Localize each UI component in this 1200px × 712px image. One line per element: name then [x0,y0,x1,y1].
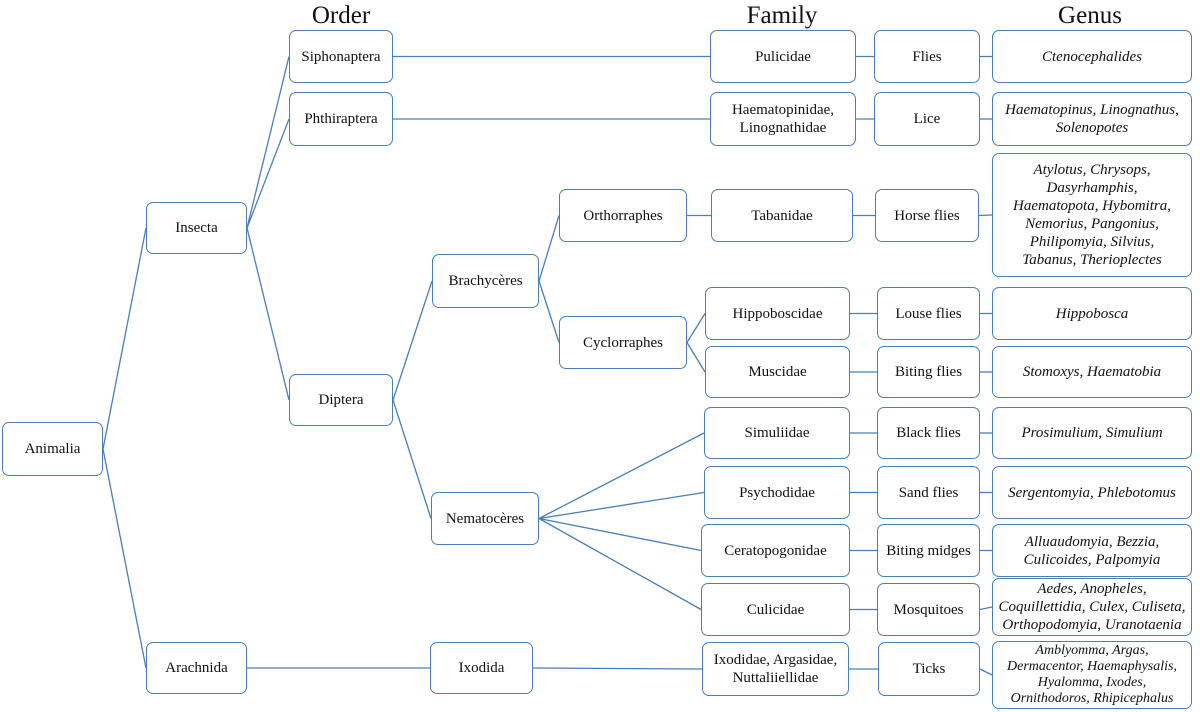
connector-cyclorraphes-to-muscidae [686,342,706,373]
node-haematopinidae: Haematopinidae, Linognathidae [710,92,856,146]
node-ixodida: Ixodida [430,642,533,694]
genus-lice: Haematopinus, Linognathus, Solenopotes [992,92,1192,146]
node-brachyceres: Brachycères [432,254,539,308]
genus-ticks: Amblyomma, Argas, Dermacentor, Haemaphys… [992,641,1192,709]
node-black-flies: Black flies [877,407,980,459]
node-psychodidae: Psychodidae [704,466,850,519]
genus-biting-midges: Alluaudomyia, Bezzia, Culicoides, Palpom… [992,524,1192,577]
connector-cyclorraphes-to-hippoboscidae [686,313,706,343]
genus-louse-flies: Hippobosca [992,287,1192,340]
connector-brachyceres-to-orthorraphes [538,215,560,282]
node-biting-flies: Biting flies [877,346,980,398]
node-siphonaptera: Siphonaptera [289,30,393,83]
node-animalia: Animalia [2,422,103,476]
connector-nematoceres-to-simuliidae [538,432,705,520]
node-ticks: Ticks [878,642,980,696]
connector-animalia-to-insecta [102,227,147,450]
connector-insecta-to-siphonaptera [246,56,290,229]
connector-diptera-to-nematoceres [392,399,432,519]
genus-black-flies: Prosimulium, Simulium [992,407,1192,459]
connector-insecta-to-diptera [246,227,290,401]
connector-horse-flies-to-horse-flies [978,214,993,217]
node-flies: Flies [874,30,980,83]
node-biting-midges: Biting midges [877,524,980,577]
node-louse-flies: Louse flies [877,287,980,340]
node-phthiraptera: Phthiraptera [289,92,393,146]
node-orthorraphes: Orthorraphes [559,189,687,242]
connector-diptera-to-brachyceres [392,280,433,401]
node-ixodidae: Ixodidae, Argasidae, Nuttaliiellidae [702,642,849,696]
node-tabanidae: Tabanidae [711,189,853,242]
connector-mosquitoes-to-mosquitoes [979,606,993,611]
node-ceratopogonidae: Ceratopogonidae [701,524,850,577]
genus-mosquitoes: Aedes, Anopheles, Coquillettidia, Culex,… [992,578,1192,636]
genus-horse-flies: Atylotus, Chrysops, Dasyrhamphis, Haemat… [992,153,1192,277]
node-lice: Lice [874,92,980,146]
connector-nematoceres-to-culicidae [538,517,702,611]
node-culicidae: Culicidae [701,583,850,636]
node-hippoboscidae: Hippoboscidae [705,287,850,340]
connector-nematoceres-to-psychodidae [538,491,705,520]
node-insecta: Insecta [146,202,247,254]
node-horse-flies: Horse flies [875,189,979,242]
connector-insecta-to-phthiraptera [246,118,290,229]
genus-ctenocephalides: Ctenocephalides [992,30,1192,83]
node-sand-flies: Sand flies [877,466,980,519]
connector-animalia-to-arachnida [102,448,147,669]
header-genus: Genus [1058,2,1122,29]
node-muscidae: Muscidae [705,346,850,398]
genus-sand-flies: Sergentomyia, Phlebotomus [992,466,1192,519]
node-cyclorraphes: Cyclorraphes [559,316,687,369]
node-arachnida: Arachnida [146,642,247,694]
connector-brachyceres-to-cyclorraphes [538,280,560,343]
node-diptera: Diptera [289,374,393,426]
node-pulicidae: Pulicidae [710,30,856,83]
node-mosquitoes: Mosquitoes [877,583,980,636]
header-order: Order [311,2,371,29]
connector-nematoceres-to-ceratopogonidae [538,517,702,552]
connector-ixodida-to-ixodidae [532,667,703,670]
header-family: Family [746,2,818,29]
node-nematoceres: Nematocères [431,492,539,545]
genus-biting-flies: Stomoxys, Haematobia [992,346,1192,398]
node-simuliidae: Simuliidae [704,407,850,459]
connector-ticks-to-ticks [979,668,993,676]
